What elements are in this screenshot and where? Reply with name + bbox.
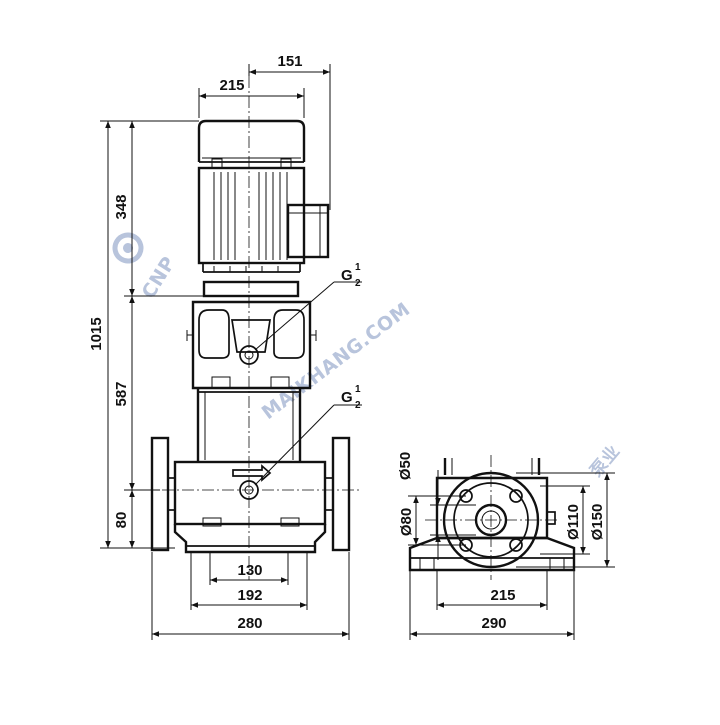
dim-d110: Ø110 <box>565 504 582 540</box>
dim-d80: Ø80 <box>398 508 415 536</box>
lower-port-sup: 1 <box>355 384 361 395</box>
upper-port-letter: G <box>341 267 353 284</box>
flow-arrow-icon <box>232 464 272 482</box>
dim-130: 130 <box>237 562 262 579</box>
port-labels: G 1 2 G 1 2 <box>254 262 362 486</box>
watermark-side-text: 泵业 <box>587 442 625 482</box>
dim-80: 80 <box>113 512 130 529</box>
watermark-logo-text: CNP <box>138 253 181 303</box>
motor-cap <box>197 119 306 169</box>
pump-column <box>196 388 302 462</box>
lower-port-letter: G <box>341 389 353 406</box>
dim-d50: Ø50 <box>397 452 414 480</box>
watermark: CNP MAIKHANG.COM 泵业 <box>112 232 625 482</box>
dim-d150: Ø150 <box>589 504 606 541</box>
lower-port-sub: 2 <box>355 400 361 411</box>
side-view: Ø80 Ø50 Ø110 Ø150 215 290 <box>397 452 615 640</box>
pump-base <box>150 436 351 554</box>
dim-192: 192 <box>237 587 262 604</box>
dim-587: 587 <box>113 381 130 406</box>
front-view: 215 151 1015 348 587 80 <box>88 53 362 640</box>
upper-port-sub: 2 <box>355 278 361 289</box>
side-right-dimensions: Ø110 Ø150 <box>516 472 615 568</box>
motor-bracket <box>186 280 317 390</box>
side-left-dimensions: Ø80 Ø50 <box>397 452 476 560</box>
dim-348: 348 <box>113 194 130 219</box>
cnp-logo-icon <box>112 232 144 264</box>
dim-290: 290 <box>481 615 506 632</box>
dim-215-side: 215 <box>490 587 515 604</box>
drain-plug-icon <box>546 511 556 525</box>
dim-151: 151 <box>277 53 302 70</box>
dim-280: 280 <box>237 615 262 632</box>
terminal-box <box>286 203 330 259</box>
bolt-hole-icon <box>509 538 523 552</box>
side-bottom-dimensions: 215 290 <box>409 570 575 640</box>
bottom-dimensions: 130 192 280 <box>151 552 350 640</box>
bolt-hole-icon <box>509 489 523 503</box>
upper-port-sup: 1 <box>355 262 361 273</box>
top-dimensions: 215 151 <box>198 53 331 210</box>
dim-1015: 1015 <box>88 317 105 350</box>
dim-215-top: 215 <box>219 77 244 94</box>
left-dimensions: 1015 348 587 80 <box>88 120 204 549</box>
